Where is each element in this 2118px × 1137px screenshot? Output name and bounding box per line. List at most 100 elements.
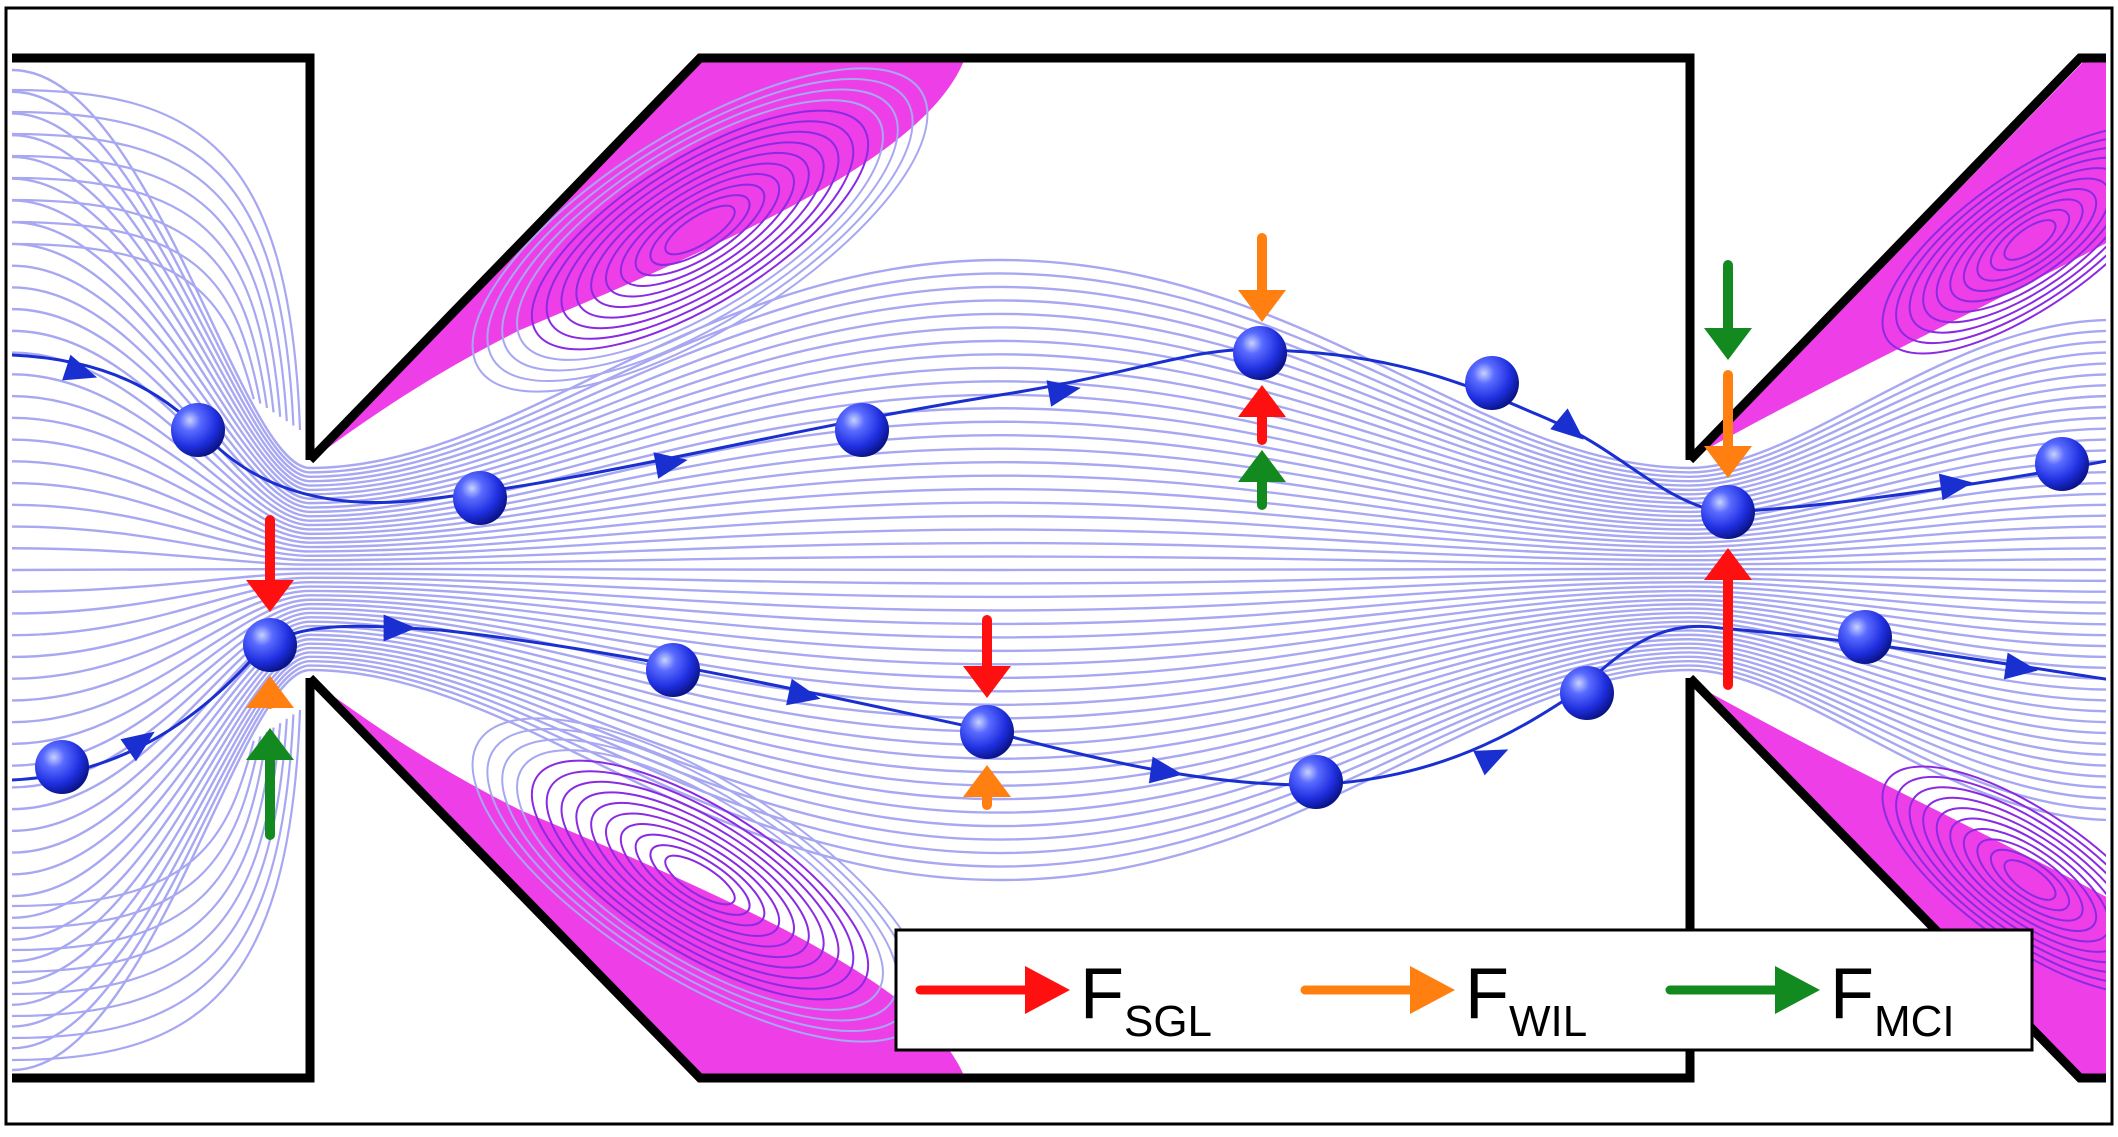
particle-sphere bbox=[1838, 610, 1892, 664]
vortex-loop-top bbox=[619, 173, 781, 287]
streamline bbox=[12, 90, 2106, 474]
recirculation-region-top bbox=[325, 58, 965, 450]
streamline bbox=[12, 110, 295, 426]
recirculation-region-bottom bbox=[325, 690, 965, 1078]
vortex-loop-bottom bbox=[604, 812, 796, 948]
force-arrows bbox=[246, 233, 1752, 840]
streamline bbox=[12, 660, 2106, 1028]
vortex-loop-right-top bbox=[1935, 167, 2106, 313]
streamline bbox=[12, 154, 282, 417]
streamline bbox=[12, 416, 2106, 540]
particle-sphere bbox=[1701, 485, 1755, 539]
particle-sphere bbox=[1465, 356, 1519, 410]
direction-arrowhead-icon bbox=[1473, 749, 1509, 776]
streamline bbox=[12, 134, 2106, 483]
legend-sgl-label: FSGL bbox=[1080, 954, 1212, 1046]
direction-arrowhead-icon bbox=[62, 354, 98, 381]
streamline bbox=[12, 198, 269, 409]
vortex-loop-right-top bbox=[1881, 125, 2106, 355]
vortex-loop-right-top bbox=[1908, 146, 2106, 334]
force-arrow-mci-head bbox=[246, 728, 294, 760]
vortex-loop-right-top bbox=[1989, 208, 2071, 272]
legend-sgl-arrow-icon bbox=[1025, 966, 1070, 1014]
vortex-loop-top bbox=[501, 88, 899, 372]
vortex-loop-top bbox=[604, 162, 796, 298]
legend-box bbox=[894, 928, 2034, 1052]
legend-subscript: WIL bbox=[1509, 997, 1587, 1046]
direction-arrowhead-icon bbox=[120, 731, 155, 762]
streamline bbox=[12, 572, 2106, 593]
vortex-loop-bottom bbox=[530, 759, 870, 1001]
streamline bbox=[12, 373, 2106, 531]
vortex-loop-top bbox=[471, 67, 929, 393]
force-arrow-wil-head bbox=[246, 676, 294, 708]
direction-arrowhead-icon bbox=[1148, 756, 1183, 784]
particle-sphere bbox=[646, 643, 700, 697]
streamline bbox=[12, 714, 295, 1040]
streamline bbox=[12, 460, 2106, 549]
particle-sphere bbox=[835, 403, 889, 457]
streamline bbox=[12, 633, 2106, 898]
legend-mci-label: FMCI bbox=[1830, 954, 1955, 1046]
wall-middle-top bbox=[306, 53, 1695, 464]
vortex-loop-bottom bbox=[664, 854, 736, 906]
streamline bbox=[12, 132, 288, 422]
force-arrow-sgl-head bbox=[1704, 548, 1752, 580]
vortex-loop-bottom bbox=[516, 749, 884, 1011]
streamline bbox=[12, 646, 2106, 963]
vortex-loop-top bbox=[575, 141, 825, 319]
particle-sphere bbox=[171, 403, 225, 457]
particle-sphere bbox=[960, 705, 1014, 759]
streamline bbox=[12, 567, 2106, 572]
particle-sphere bbox=[453, 471, 507, 525]
vortex-loop-right-bottom bbox=[1949, 817, 2106, 943]
vortex-streamlines bbox=[471, 67, 2106, 1043]
force-arrow-sgl-head bbox=[246, 580, 294, 612]
direction-arrowhead-icon bbox=[383, 614, 416, 642]
wall-left-bottom bbox=[12, 678, 315, 1083]
vortex-loop-right-top bbox=[1962, 187, 2098, 293]
direction-arrowhead-icon bbox=[2003, 652, 2038, 680]
streamline bbox=[12, 727, 275, 974]
wall-middle-bottom bbox=[306, 674, 1695, 1083]
particle-sphere bbox=[243, 618, 297, 672]
particle-sphere bbox=[1233, 326, 1287, 380]
channel-walls bbox=[12, 53, 2106, 1083]
vortex-loop-right-bottom bbox=[1989, 848, 2071, 912]
vortex-loop-right-bottom bbox=[1908, 786, 2106, 974]
legend-symbol: F bbox=[1830, 954, 1874, 1034]
vortex-loop-right-bottom bbox=[2003, 859, 2057, 901]
legend-wil-arrow-icon bbox=[1410, 966, 1455, 1014]
streamline bbox=[12, 68, 2106, 470]
streamline bbox=[12, 112, 2106, 478]
direction-arrowhead-icon bbox=[1550, 408, 1584, 440]
streamline bbox=[12, 329, 2106, 522]
vortex-loop-top bbox=[560, 130, 840, 330]
vortex-loop-top bbox=[634, 183, 766, 277]
vortex-loop-right-bottom bbox=[1922, 796, 2106, 964]
vortex-loop-top bbox=[530, 109, 870, 351]
streamline bbox=[12, 736, 262, 930]
vortex-loop-right-top bbox=[1895, 135, 2106, 345]
particle-sphere bbox=[1289, 755, 1343, 809]
vortex-loop-bottom bbox=[649, 844, 751, 916]
streamline bbox=[12, 718, 288, 1018]
wall-right-top bbox=[1686, 53, 2106, 464]
direction-arrowhead-icon bbox=[653, 452, 688, 479]
streamline bbox=[12, 199, 2106, 496]
vortex-loop-bottom bbox=[590, 801, 810, 959]
streamline bbox=[12, 740, 255, 908]
vortex-loop-right-top bbox=[1922, 156, 2106, 324]
streamline bbox=[12, 351, 2106, 527]
streamline bbox=[12, 503, 2106, 558]
vortex-loop-bottom bbox=[545, 770, 855, 990]
streamline bbox=[12, 642, 2106, 941]
legend-mci-arrow-icon bbox=[1775, 966, 1820, 1014]
vortex-loop-top bbox=[664, 204, 736, 256]
wall-left-top bbox=[12, 53, 315, 460]
vortex-loop-right-bottom bbox=[1976, 838, 2084, 922]
streamline bbox=[12, 220, 2106, 500]
vortex-loop-right-top bbox=[2003, 219, 2057, 261]
